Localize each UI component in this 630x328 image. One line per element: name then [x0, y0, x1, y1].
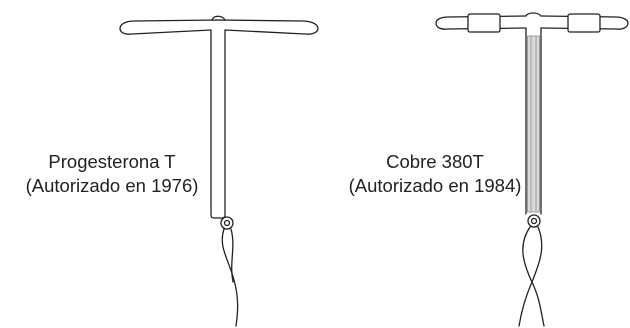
copper-sleeve-right — [567, 13, 601, 33]
copper-380t-arms — [435, 15, 629, 30]
copper-380t-stem — [525, 27, 542, 215]
progesterone-t-device — [119, 15, 319, 327]
progesterone-t-name: Progesterona T — [48, 151, 176, 172]
copper-380t-name: Cobre 380T — [386, 151, 484, 172]
copper-380t-eyelet — [527, 214, 541, 228]
progesterone-t-thread — [221, 228, 239, 327]
copper-380t-date: (Autorizado en 1984) — [348, 175, 522, 196]
progesterone-t-label: Progesterona T (Autorizado en 1976) — [2, 150, 222, 198]
copper-380t-device — [435, 12, 629, 327]
progesterone-t-eyelet — [220, 216, 234, 230]
copper-380t-thread — [522, 226, 545, 327]
progesterone-t-body — [119, 19, 319, 219]
copper-380t-coil — [527, 35, 540, 213]
copper-380t-label: Cobre 380T (Autorizado en 1984) — [330, 150, 540, 198]
progesterone-t-joint — [211, 15, 226, 21]
copper-sleeve-left — [467, 13, 501, 33]
progesterone-t-date: (Autorizado en 1976) — [25, 175, 199, 196]
